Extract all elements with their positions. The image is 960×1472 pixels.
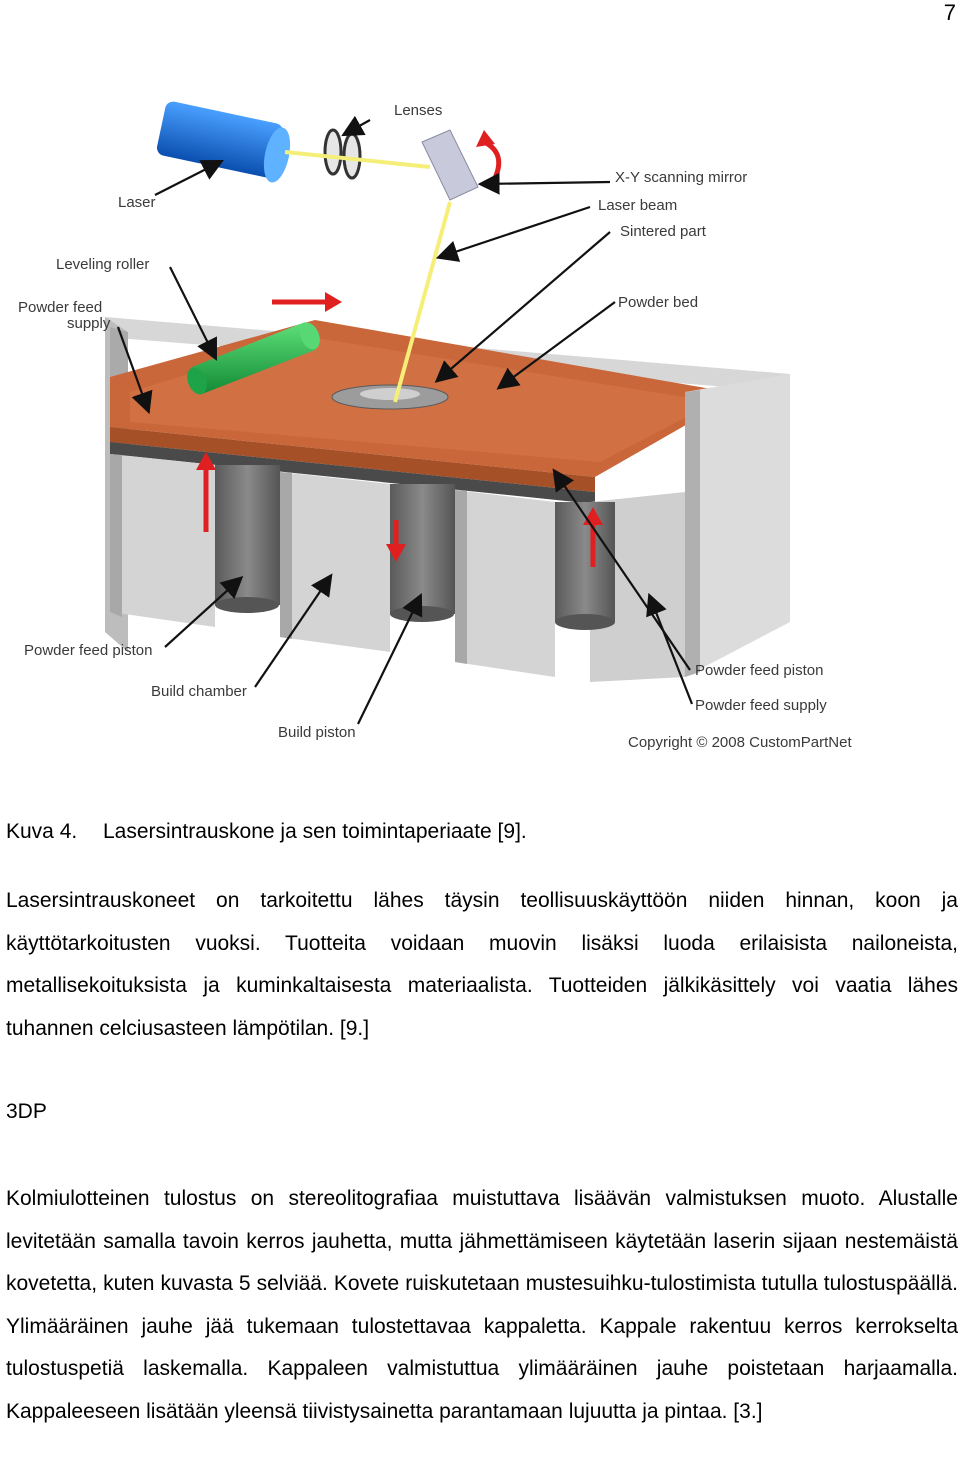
lenses-icon — [323, 128, 362, 180]
label-powder-feed-piston-left: Powder feed piston — [24, 642, 152, 659]
powder-feed-piston-left — [215, 465, 280, 605]
label-sintered-part: Sintered part — [620, 223, 707, 240]
rotation-arrow — [478, 137, 502, 186]
xy-mirror-icon — [421, 129, 479, 201]
powder-feed-piston-right — [555, 502, 615, 622]
sls-diagram: Lenses Laser X-Y scanning mirror Laser b… — [18, 101, 852, 751]
label-leveling-roller: Leveling roller — [56, 256, 149, 273]
label-powder-feed-supply-left-2: supply — [67, 315, 111, 332]
label-xy-mirror: X-Y scanning mirror — [615, 169, 747, 186]
sls-machine-figure: Lenses Laser X-Y scanning mirror Laser b… — [10, 92, 900, 764]
laser-beam — [393, 201, 452, 403]
label-powder-feed-supply-right: Powder feed supply — [695, 697, 827, 714]
laser-icon — [156, 101, 291, 183]
page-number: 7 — [943, 0, 956, 25]
right-wall — [685, 374, 790, 677]
label-build-piston: Build piston — [278, 724, 356, 741]
label-lenses: Lenses — [394, 102, 442, 119]
figure-caption: Kuva 4. Lasersintrauskone ja sen toiminta… — [6, 820, 527, 844]
label-copyright: Copyright © 2008 CustomPartNet — [628, 734, 852, 751]
leveling-roller-icon — [187, 322, 320, 395]
section-heading-3dp: 3DP — [6, 1100, 47, 1123]
label-powder-bed: Powder bed — [618, 294, 698, 311]
label-laser: Laser — [118, 194, 156, 211]
caption-text: Lasersintrauskone ja sen toimintaperiaat… — [103, 820, 527, 843]
caption-number: Kuva 4. — [6, 820, 78, 843]
label-build-chamber: Build chamber — [151, 683, 247, 700]
paragraph-lasersintraus: Lasersintrauskoneet on tarkoitettu lähes… — [6, 889, 958, 1040]
label-powder-feed-piston-right: Powder feed piston — [695, 662, 823, 679]
paragraph-3dp: Kolmiulotteinen tulostus on stereolitogr… — [6, 1187, 958, 1423]
label-powder-feed-supply-left-1: Powder feed — [18, 299, 102, 316]
label-laser-beam: Laser beam — [598, 197, 677, 214]
